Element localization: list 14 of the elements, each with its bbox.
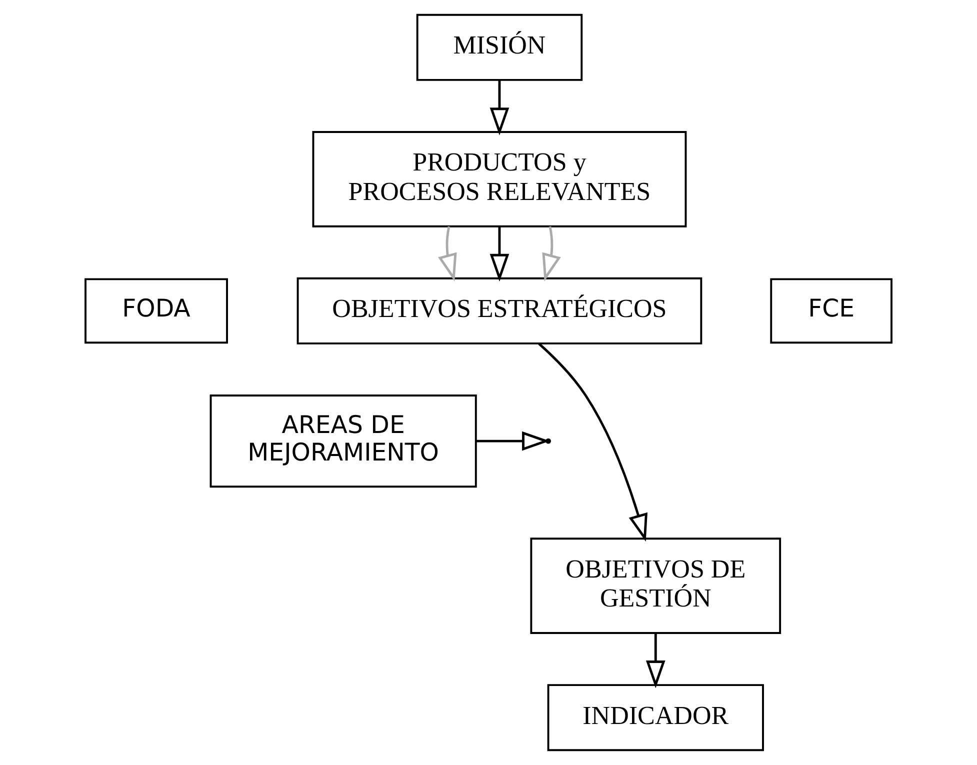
arrow — [490, 80, 510, 136]
arrow — [542, 226, 561, 282]
node-box: INDICADOR — [547, 684, 764, 752]
node-box: OBJETIVOS ESTRATÉGICOS — [296, 277, 702, 344]
arrow — [538, 342, 648, 542]
node-box: OBJETIVOS DE GESTIÓN — [530, 538, 782, 634]
arrow — [646, 633, 666, 688]
node-box: AREAS DE MEJORAMIENTO — [210, 394, 477, 488]
node-box: PRODUCTOS y PROCESOS RELEVANTES — [312, 131, 687, 228]
node-box: FCE — [770, 278, 892, 344]
node-box: FODA — [84, 278, 228, 344]
arrow — [490, 226, 510, 282]
node-box: MISIÓN — [416, 14, 583, 81]
arrow — [438, 226, 457, 282]
